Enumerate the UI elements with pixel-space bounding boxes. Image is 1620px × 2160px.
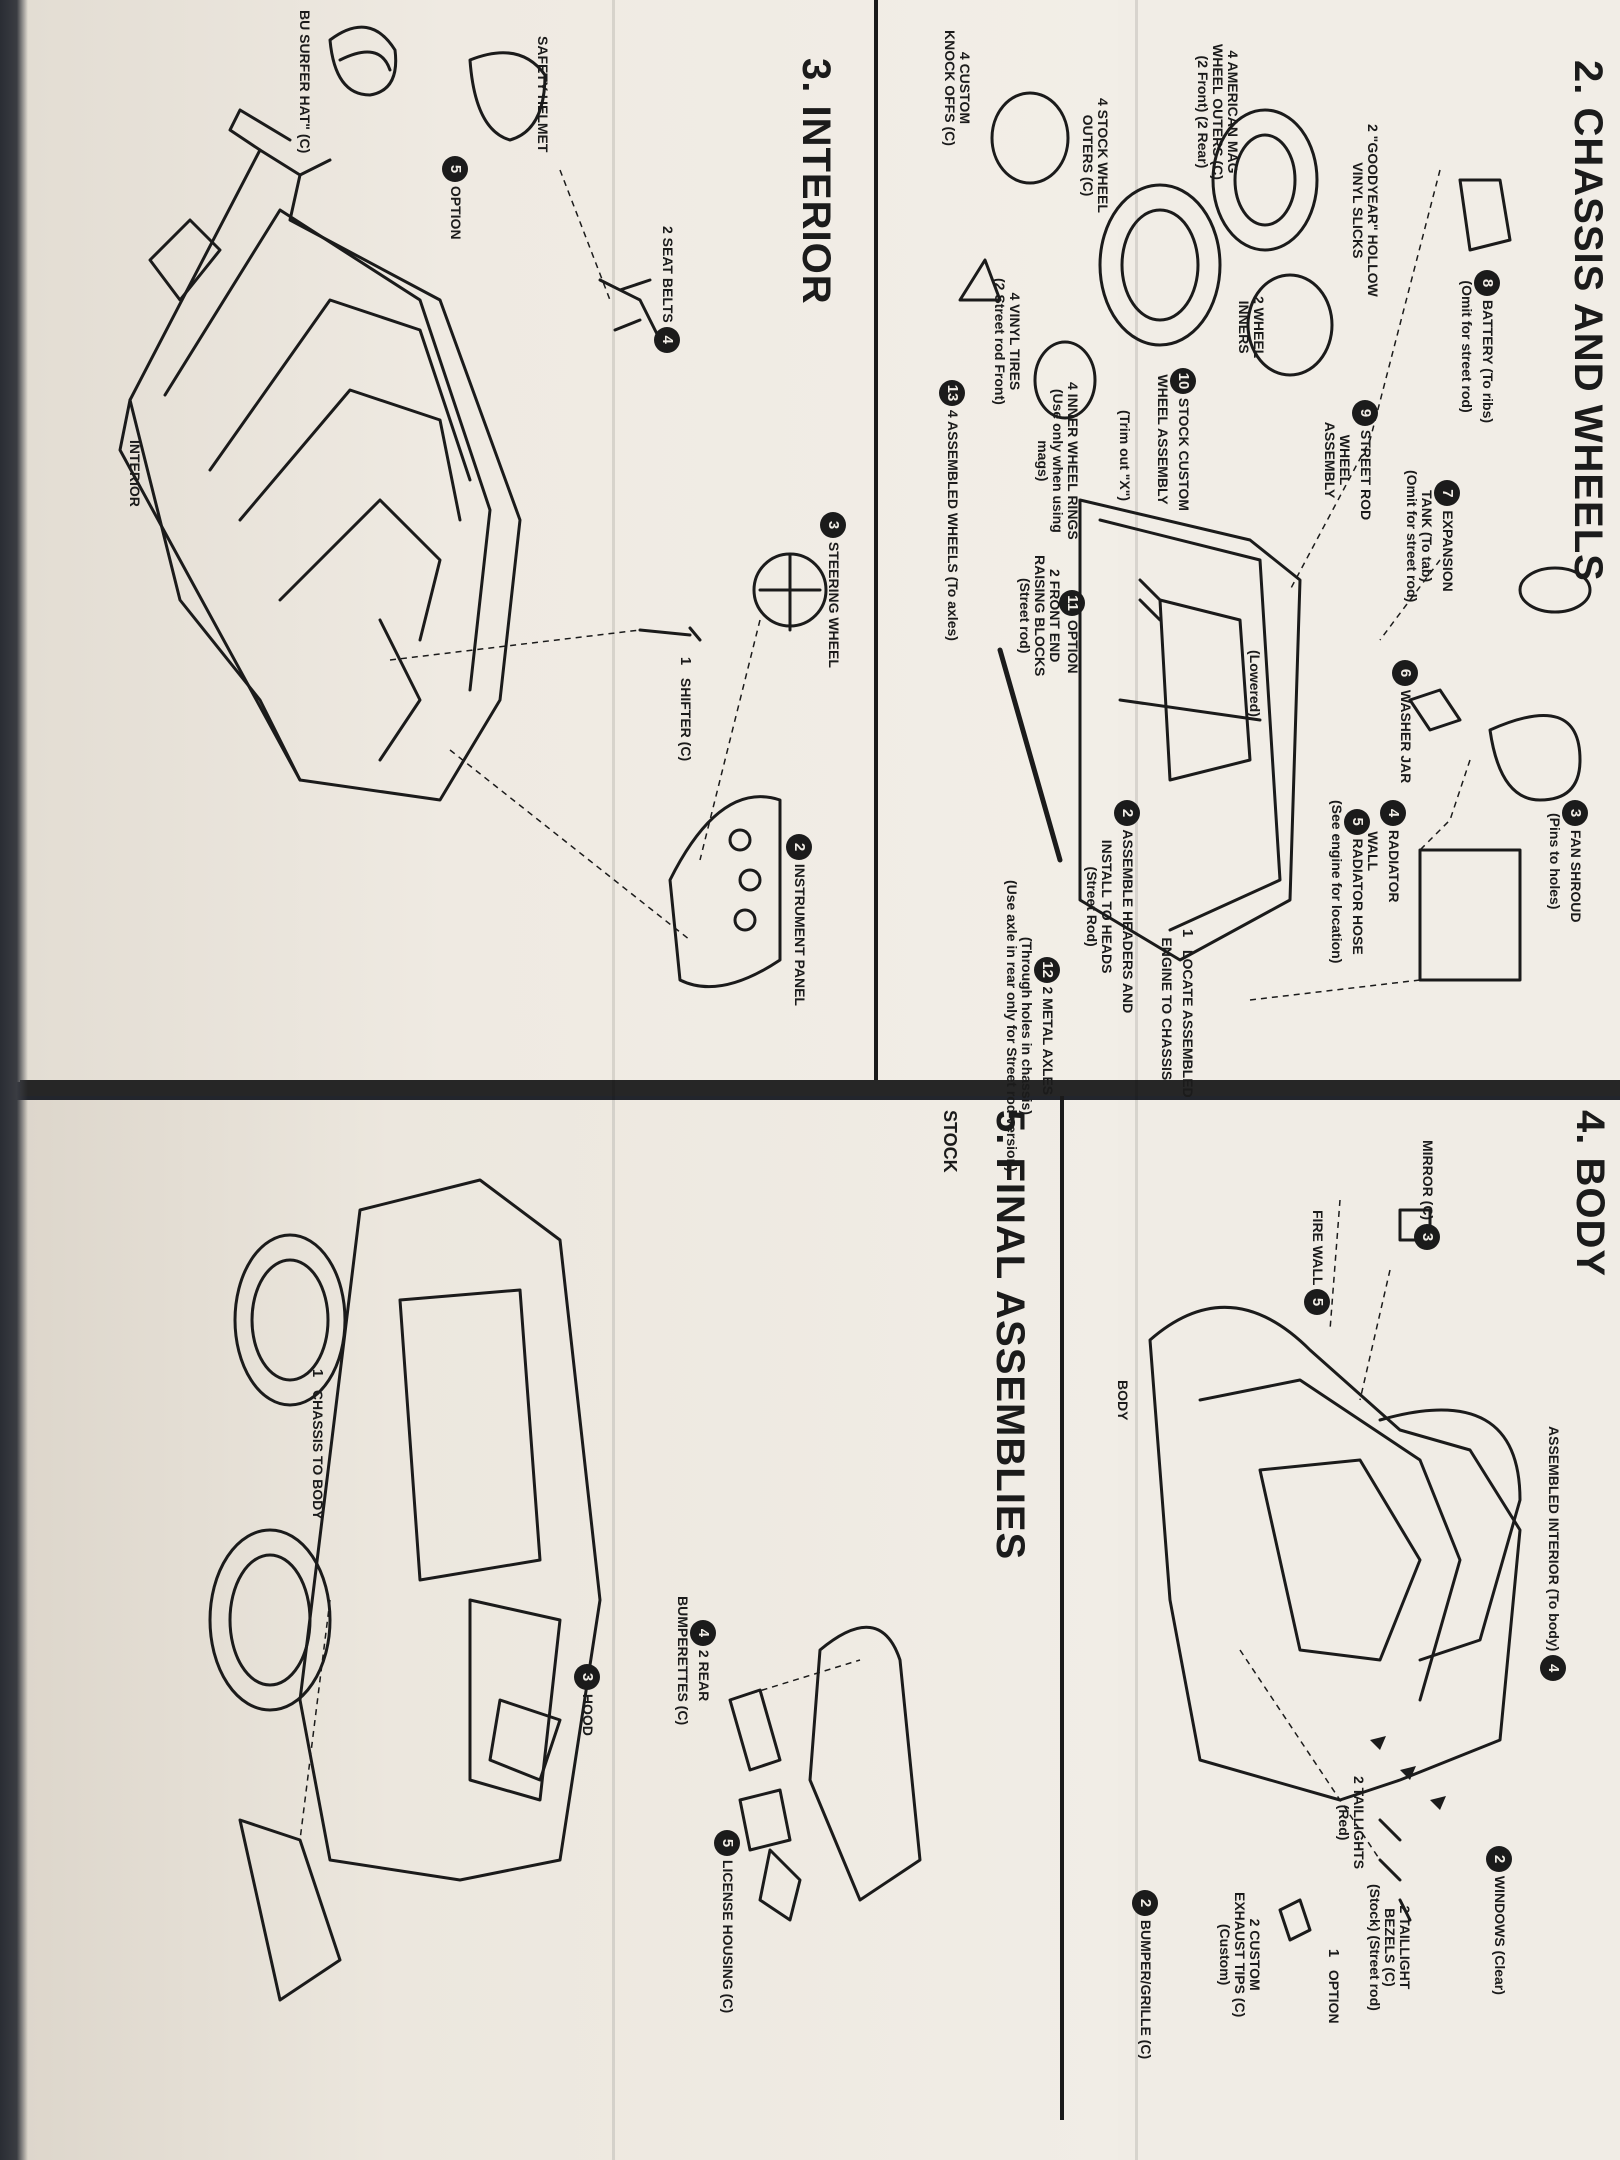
shifter-drawing xyxy=(638,626,702,642)
callout-hood: 3 HOOD xyxy=(574,1664,600,1736)
final-car-drawing xyxy=(208,1178,602,2002)
callout-instrument-panel: 2 INSTRUMENT PANEL xyxy=(786,834,812,1006)
callout-taillight-bezels: 2 TAILLIGHT BEZELS (C) (Stock) (Street r… xyxy=(1367,1884,1413,2011)
callout-street-rod-wheel: 9 STREET ROD WHEEL ASSEMBLY xyxy=(1322,400,1378,520)
exhaust-tip-drawing xyxy=(1278,1898,1312,1942)
washer-jar-drawing xyxy=(1408,688,1462,732)
callout-radiator-wall: 4 RADIATOR WALL xyxy=(1365,800,1406,902)
panel-body-final xyxy=(1118,0,1620,1082)
expansion-tank-drawing xyxy=(1518,566,1592,614)
callout-assembled-wheels: 13 4 ASSEMBLED WHEELS (To axles) xyxy=(939,380,965,641)
fold-crease xyxy=(1135,0,1138,2160)
callout-knock-offs: 4 CUSTOM KNOCK OFFS (C) xyxy=(942,30,973,146)
callout-fan-shroud: 3 FAN SHROUD (Pins to holes) xyxy=(1547,800,1588,922)
surfer-hat-drawing xyxy=(328,25,398,97)
safety-helmet-drawing xyxy=(468,51,547,142)
callout-stock-wheel-outers: 4 STOCK WHEEL OUTERS (C) xyxy=(1080,98,1111,213)
heading-final-assemblies: 5. FINAL ASSEMBLIES xyxy=(988,1110,1032,1561)
rear-bumper-drawing xyxy=(728,1625,922,1922)
callout-bumper-grille: 2 BUMPER/GRILLE (C) xyxy=(1132,1890,1158,2059)
panel-chassis-interior xyxy=(0,0,1118,1082)
label-body: BODY xyxy=(1115,1380,1131,1421)
fan-shroud-drawing xyxy=(1488,714,1582,802)
car-body-drawing xyxy=(1148,1305,1522,1802)
section-divider-chassis-interior xyxy=(874,0,878,1080)
callout-chassis-to-body: 1 CHASSIS TO BODY xyxy=(309,1368,326,1520)
seat-belt-drawing xyxy=(598,278,662,342)
callout-raising-blocks: 2 FRONT END RAISING BLOCKS (Street rod) xyxy=(1017,555,1063,677)
callout-steering-wheel: 3 STEERING WHEEL xyxy=(820,512,846,668)
callout-inner-wheel-rings: 4 INNER WHEEL RINGS (Use only when using… xyxy=(1035,382,1081,540)
label-interior: INTERIOR xyxy=(127,440,143,507)
callout-assembled-interior: ASSEMBLED INTERIOR (To body) 4 xyxy=(1540,1426,1566,1682)
instrument-panel-drawing xyxy=(668,795,782,989)
callout-lowered: (Lowered) xyxy=(1247,650,1263,717)
callout-option-helmet: 5 OPTION xyxy=(442,156,468,240)
callout-seat-belts: 2 SEAT BELTS 4 xyxy=(654,226,680,353)
callout-washer-jar: 6 WASHER JAR xyxy=(1392,660,1418,783)
fold-crease xyxy=(612,0,615,2160)
callout-expansion-tank: 7 EXPANSION TANK (To tab) (Omit for stre… xyxy=(1404,470,1460,602)
callout-assemble-headers: 2 ASSEMBLE HEADERS AND INSTALL TO HEADS … xyxy=(1084,800,1140,1013)
callout-exhaust-tips: 2 CUSTOM EXHAUST TIPS (C) (Custom) xyxy=(1217,1892,1263,2018)
callout-locate-engine: 1 LOCATE ASSEMBLED ENGINE TO CHASSIS xyxy=(1159,928,1196,1098)
callout-taillights: 2 TAILLIGHTS (Red) xyxy=(1336,1776,1367,1870)
panel-body-lower xyxy=(1118,1100,1620,2160)
interior-tub-drawing xyxy=(118,108,522,802)
callout-american-mag: 4 AMERICAN MAG WHEEL OUTERS (C) (2 Front… xyxy=(1195,44,1241,180)
radiator-wall-drawing xyxy=(1418,848,1522,982)
callout-rear-bumperettes: 4 2 REAR BUMPERETTES (C) xyxy=(675,1596,716,1725)
callout-license-housing: 5 LICENSE HOUSING (C) xyxy=(714,1830,740,2013)
chassis-frame-drawing xyxy=(1078,498,1302,962)
center-fold-band xyxy=(20,1080,1620,1096)
callout-shifter: 1 SHIFTER (C) xyxy=(677,656,694,762)
callout-option-body: 1 OPTION xyxy=(1325,1948,1342,2024)
heading-interior: 3. INTERIOR xyxy=(794,58,838,305)
callout-fire-wall: FIRE WALL 5 xyxy=(1304,1210,1330,1316)
background-edge xyxy=(0,0,28,2160)
subheading-stock: STOCK xyxy=(940,1110,960,1173)
callout-battery: 8 BATTERY (To ribs) (Omit for street rod… xyxy=(1459,270,1500,423)
wheel-assembly-drawing xyxy=(958,91,1334,420)
callout-windows: 2 WINDOWS (Clear) xyxy=(1486,1846,1512,1995)
callout-trim-out: (Trim out "X") xyxy=(1117,410,1133,502)
raising-block-drawing xyxy=(1138,578,1162,622)
callout-metal-axles: 12 2 METAL AXLES (Through holes in chass… xyxy=(1004,880,1060,1172)
battery-drawing xyxy=(1458,178,1512,252)
callout-safety-helmet: SAFETY HELMET xyxy=(535,36,551,153)
heading-body: 4. BODY xyxy=(1568,1110,1612,1278)
callout-stock-custom-wheel: 10 STOCK CUSTOM WHEEL ASSEMBLY xyxy=(1155,368,1196,511)
callout-mirror: MIRROR (C) 3 xyxy=(1414,1140,1440,1250)
callout-wheel-inners: 2 WHEEL INNERS xyxy=(1236,296,1267,359)
callout-surfer-hat: BU SURFER HAT" (C) xyxy=(297,10,313,154)
callout-radiator-hose: 5 RADIATOR HOSE (See engine for location… xyxy=(1329,800,1370,963)
callout-vinyl-tires: 4 VINYL TIRES (2 Street rod Front) xyxy=(992,278,1023,405)
metal-axle-drawing xyxy=(997,647,1063,863)
callout-vinyl-slicks: 2 "GOODYEAR" HOLLOW VINYL SLICKS xyxy=(1350,124,1381,297)
section-divider-body-final xyxy=(1060,1090,1064,2120)
taillight-drawing xyxy=(1378,1818,1412,1922)
heading-chassis-and-wheels: 2. CHASSIS AND WHEELS xyxy=(1566,60,1610,582)
